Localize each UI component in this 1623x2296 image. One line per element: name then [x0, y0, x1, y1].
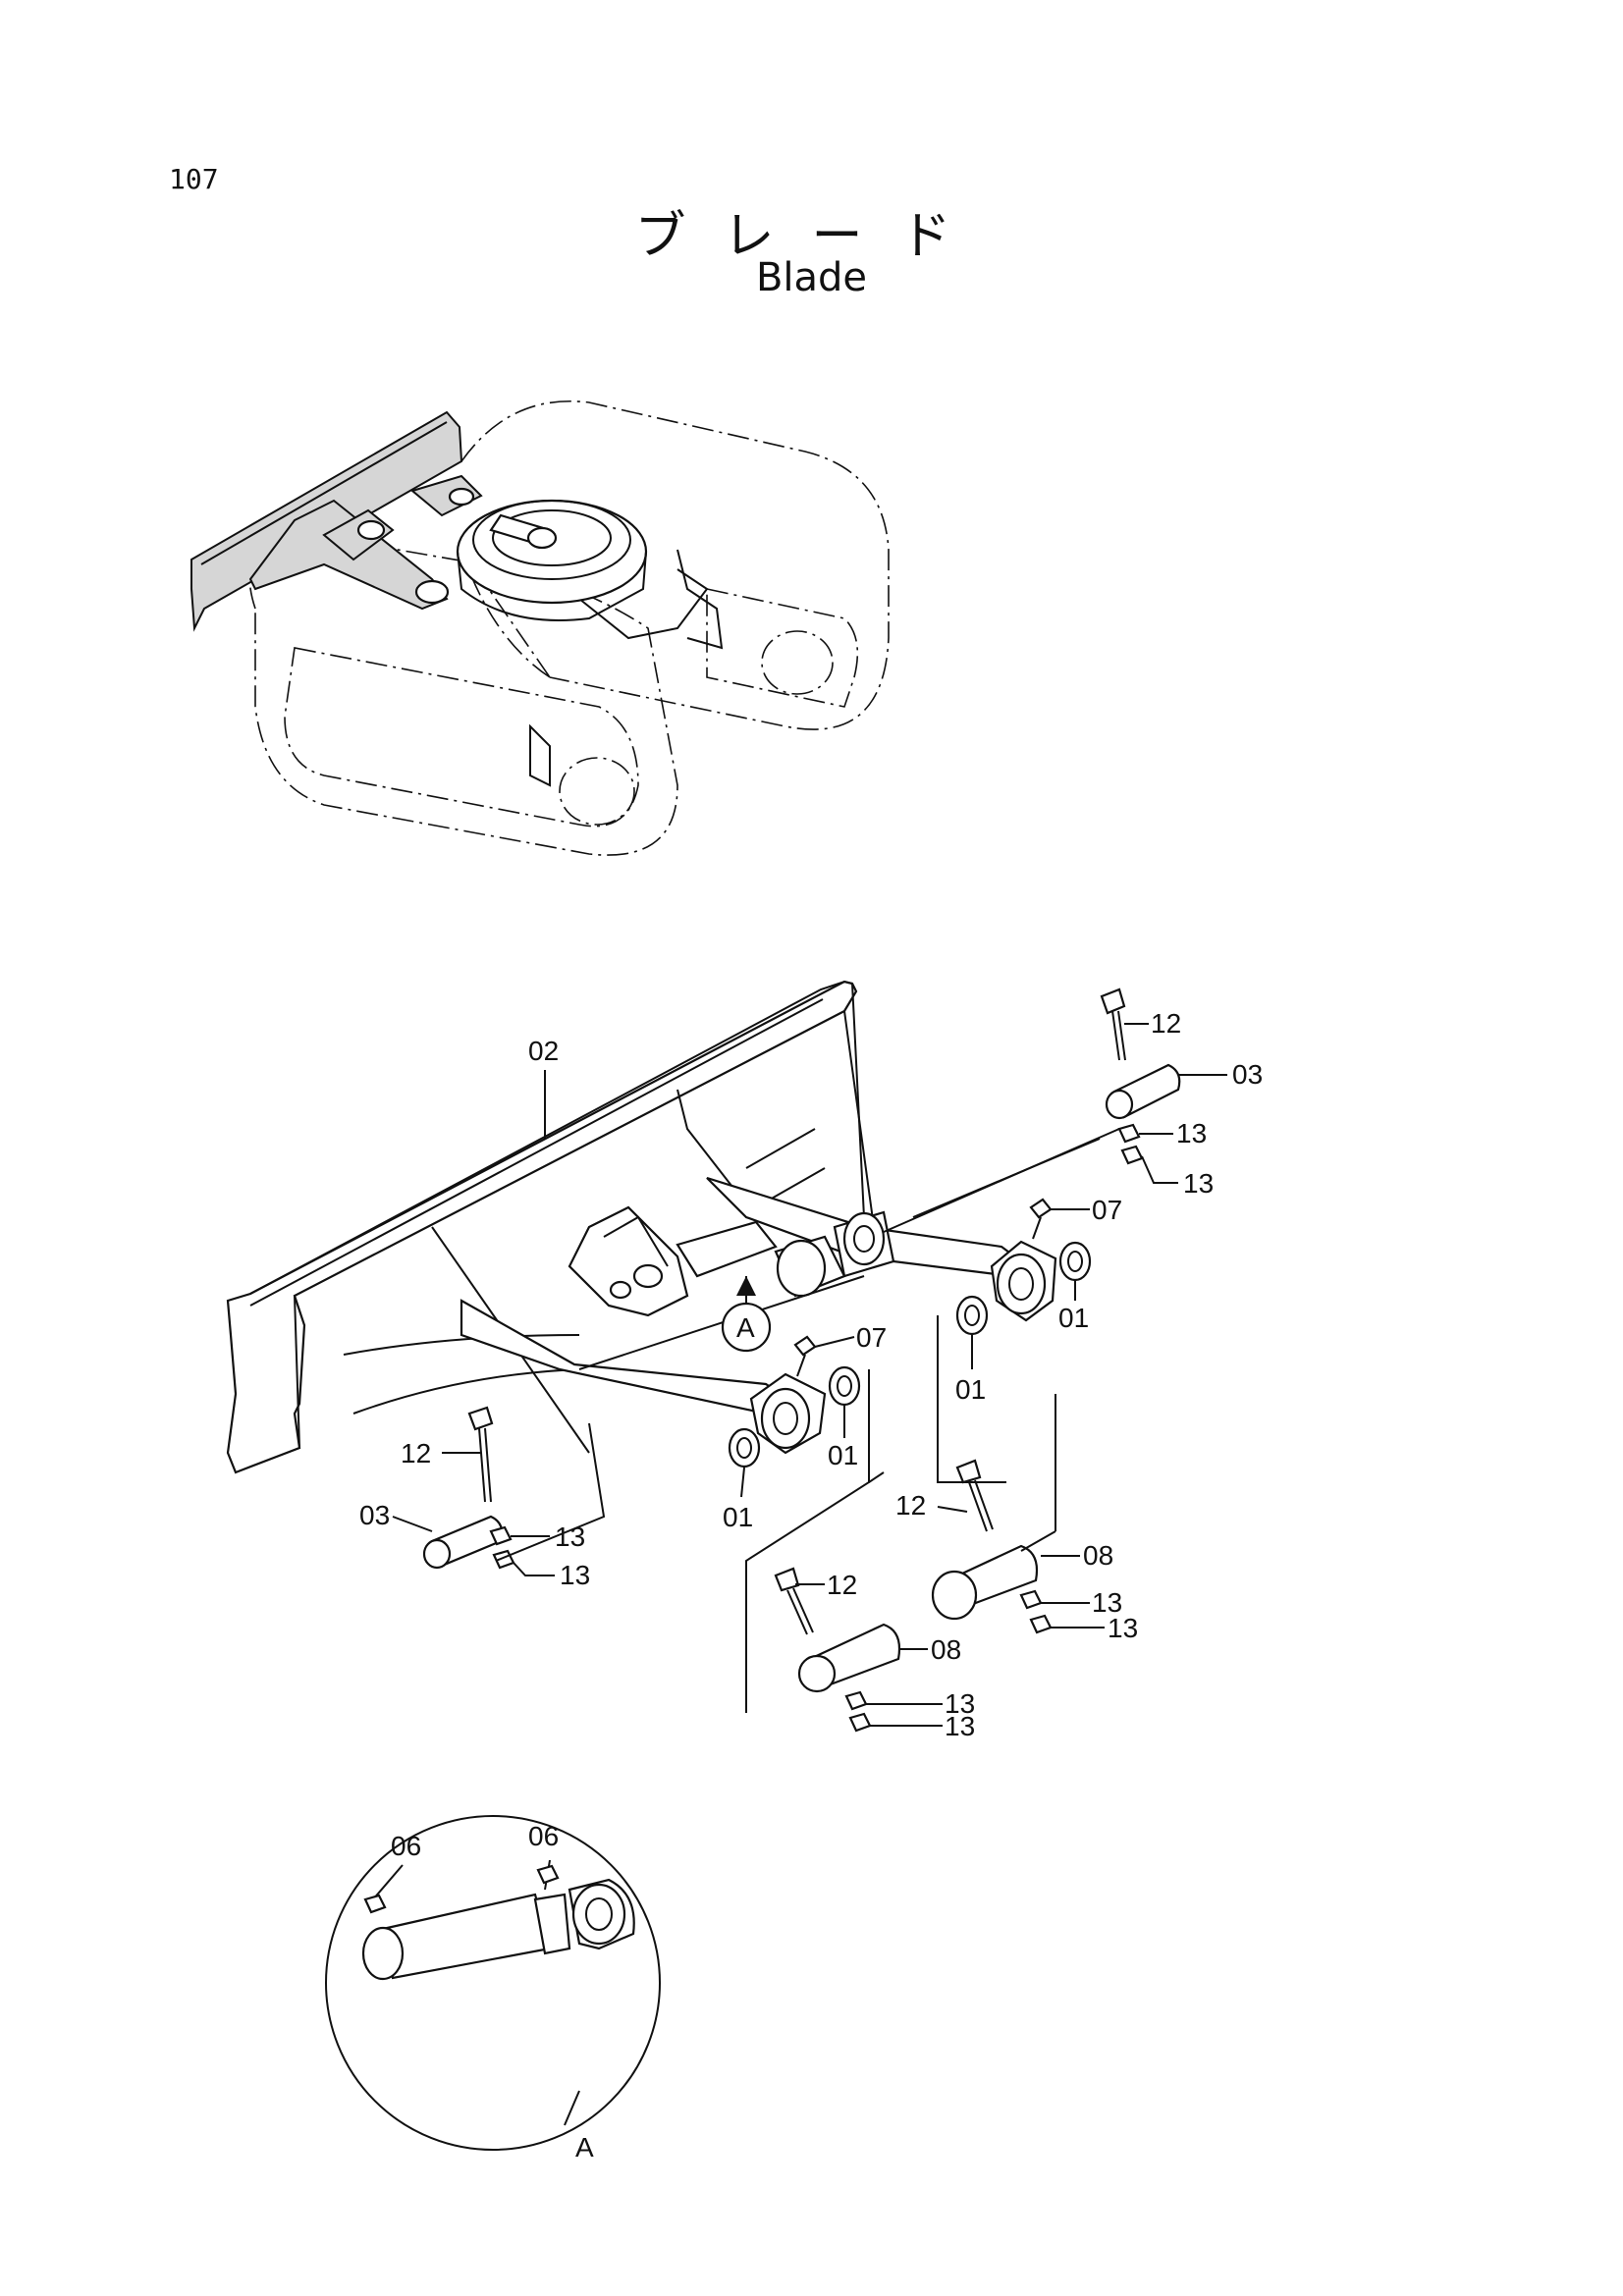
callout-12-right-pin: 12	[895, 1490, 926, 1521]
callout-02: 02	[528, 1036, 559, 1066]
callout-13-middle-pin-b: 13	[945, 1711, 975, 1741]
overview-undercarriage-illustration	[190, 400, 890, 856]
callout-13-upper-right-b: 13	[1183, 1168, 1214, 1199]
callout-12-upper-right: 12	[1151, 1008, 1181, 1039]
callout-03-lower-left: 03	[359, 1500, 390, 1530]
callout-03-upper-right: 03	[1232, 1059, 1263, 1090]
callout-06-right: 06	[528, 1821, 559, 1851]
callout-12-lower-left: 12	[401, 1438, 431, 1468]
callout-08-right: 08	[1083, 1540, 1113, 1571]
callout-06-left: 06	[391, 1831, 421, 1861]
callout-13-right-pin-b: 13	[1108, 1613, 1138, 1643]
callout-a-marker: A	[736, 1312, 755, 1343]
callout-01-left-inner: 01	[723, 1502, 753, 1532]
callout-13-middle-pin-a: 13	[945, 1688, 975, 1719]
callout-07-right: 07	[1092, 1195, 1122, 1225]
leader-lines	[372, 1023, 1227, 2126]
callout-a-detail: A	[575, 2132, 594, 2163]
callout-13-lower-left-a: 13	[555, 1522, 585, 1552]
page-number: 107	[169, 163, 219, 195]
callout-labels: 02 12 03 13 13 07 01 07 01 01 01 12 03 1…	[359, 1008, 1263, 2163]
detail-a-view	[325, 1815, 661, 2151]
title-english: Blade	[755, 255, 868, 300]
blade-exploded-view	[226, 980, 1181, 1733]
callout-01-right-inner: 01	[955, 1374, 986, 1405]
callout-13-upper-right-a: 13	[1176, 1118, 1207, 1148]
callout-13-lower-left-b: 13	[560, 1560, 590, 1590]
callout-13-right-pin-a: 13	[1092, 1587, 1122, 1618]
callout-07-left: 07	[856, 1322, 887, 1353]
callout-01-left-outer: 01	[828, 1440, 858, 1470]
callout-12-middle-pin: 12	[827, 1570, 857, 1600]
callout-08-middle: 08	[931, 1634, 961, 1665]
title-japanese: ブレード	[634, 207, 989, 266]
callout-01-right-outer: 01	[1058, 1303, 1089, 1333]
